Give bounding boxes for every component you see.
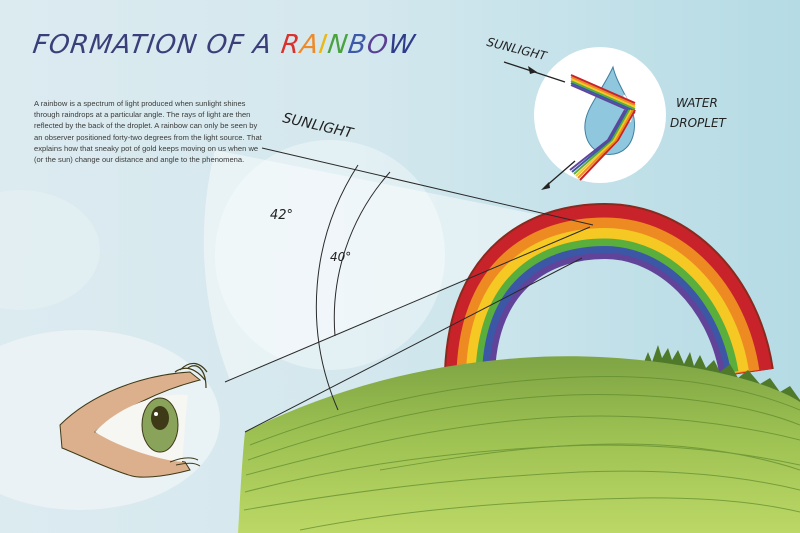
- eye: [59, 362, 208, 478]
- title-rainbow-word: RAINBOW: [279, 30, 417, 60]
- rainbow: [444, 202, 774, 376]
- hill-lines: [243, 376, 800, 531]
- cloud: [0, 190, 100, 310]
- angle-lines: [224, 147, 594, 433]
- droplet-inset: [503, 47, 666, 190]
- angle-40-label: 40°: [330, 250, 352, 264]
- angle-sector: [203, 150, 590, 380]
- page-title: FORMATION OF A RAINBOW: [31, 30, 418, 60]
- reflected-arrow: [544, 160, 576, 188]
- title-prefix: FORMATION OF A: [30, 30, 284, 60]
- title-letter: W: [386, 30, 418, 60]
- droplet-label: DROPLET: [670, 116, 726, 130]
- water-label: WATER: [676, 96, 718, 110]
- angle-42-label: 42°: [270, 208, 294, 223]
- hill: [238, 356, 800, 533]
- description-paragraph: A rainbow is a spectrum of light produce…: [34, 99, 262, 165]
